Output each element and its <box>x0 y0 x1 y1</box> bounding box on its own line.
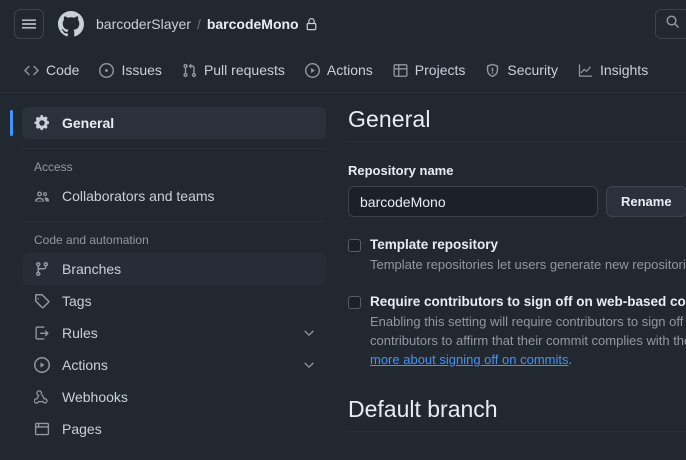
git-branch-icon <box>34 261 52 277</box>
sidebar-item-actions-label: Actions <box>62 357 108 373</box>
tab-security[interactable]: Security <box>475 48 568 92</box>
repo-nav-tabs: Code Issues Pull requests Actions <box>0 48 686 93</box>
signoff-checkbox[interactable] <box>348 296 361 309</box>
webhook-icon <box>34 389 52 405</box>
repository-name-row: Rename <box>348 186 686 217</box>
sidebar-divider-2 <box>22 221 326 222</box>
browser-icon <box>34 421 52 437</box>
title-divider <box>348 141 686 142</box>
signoff-description: Enabling this setting will require contr… <box>370 314 686 367</box>
sidebar-section-access: Access <box>34 160 73 174</box>
sidebar-divider-1 <box>22 148 326 149</box>
github-logo-icon[interactable] <box>56 9 86 39</box>
default-branch-divider <box>348 431 686 432</box>
tab-code[interactable]: Code <box>14 48 89 92</box>
sidebar-item-rules-label: Rules <box>62 325 98 341</box>
tab-pull-requests[interactable]: Pull requests <box>172 48 295 92</box>
chevron-down-icon[interactable] <box>302 326 316 340</box>
sidebar-item-webhooks[interactable]: Webhooks <box>22 381 326 413</box>
rename-button[interactable]: Rename <box>606 186 686 217</box>
tab-insights[interactable]: Insights <box>568 48 658 92</box>
hamburger-menu-button[interactable] <box>14 9 44 39</box>
sidebar-item-webhooks-label: Webhooks <box>62 389 128 405</box>
sidebar-item-branches[interactable]: Branches <box>22 253 326 285</box>
breadcrumb: barcoderSlayer / barcodeMono <box>96 16 318 32</box>
hamburger-icon <box>21 16 37 32</box>
chevron-down-icon[interactable] <box>302 358 316 372</box>
sidebar-item-pages-label: Pages <box>62 421 102 437</box>
sidebar-item-general[interactable]: General <box>10 107 326 139</box>
sidebar-item-collaborators-and-teams[interactable]: Collaborators and teams <box>22 180 326 212</box>
breadcrumb-repo[interactable]: barcodeMono <box>206 16 299 32</box>
sidebar-item-tags-label: Tags <box>62 293 92 309</box>
tab-projects-label: Projects <box>414 62 466 78</box>
tab-issues[interactable]: Issues <box>89 48 171 92</box>
play-icon <box>304 62 320 78</box>
tab-pull-requests-label: Pull requests <box>203 62 285 78</box>
signoff-description-tail: . <box>568 352 573 367</box>
default-branch-title: Default branch <box>348 396 498 422</box>
issue-opened-icon <box>99 62 115 78</box>
shield-icon <box>485 63 500 78</box>
table-icon <box>393 63 408 78</box>
tab-actions[interactable]: Actions <box>295 48 383 92</box>
tab-code-label: Code <box>46 62 80 78</box>
sidebar-item-tags[interactable]: Tags <box>22 285 326 317</box>
lock-icon <box>305 17 318 31</box>
sidebar-item-rules[interactable]: Rules <box>22 317 326 349</box>
page-title: General <box>348 106 431 132</box>
template-repository-setting: Template repository Template repositorie… <box>348 237 686 274</box>
sidebar-item-pages[interactable]: Pages <box>22 413 326 445</box>
git-pull-request-icon <box>182 63 197 78</box>
sidebar-item-collaborators-and-teams-label: Collaborators and teams <box>62 188 215 204</box>
signoff-learn-more-link[interactable]: more about signing off on commits <box>370 352 569 367</box>
search-input[interactable] <box>655 9 686 39</box>
signoff-label[interactable]: Require contributors to sign off on web-… <box>370 294 686 309</box>
search-icon <box>665 14 680 34</box>
sidebar-section-code-and-automation: Code and automation <box>34 233 149 247</box>
signoff-setting: Require contributors to sign off on web-… <box>348 294 686 369</box>
tab-projects[interactable]: Projects <box>383 48 476 92</box>
sidebar-item-branches-label: Branches <box>62 261 122 277</box>
breadcrumb-separator: / <box>196 16 201 32</box>
code-icon <box>24 63 39 78</box>
people-icon <box>34 188 52 204</box>
rules-icon <box>34 325 52 341</box>
graph-icon <box>578 63 593 78</box>
tab-issues-label: Issues <box>121 62 162 78</box>
play-icon <box>34 357 52 373</box>
tag-icon <box>34 293 52 309</box>
app-header: barcoderSlayer / barcodeMono <box>0 0 686 48</box>
settings-sidebar: General Access Collaborators and teams C… <box>0 93 340 460</box>
tab-insights-label: Insights <box>599 62 649 78</box>
breadcrumb-owner[interactable]: barcoderSlayer <box>96 16 191 32</box>
gear-icon <box>34 115 52 131</box>
page-body: General Access Collaborators and teams C… <box>0 93 686 460</box>
repository-name-label: Repository name <box>348 163 454 178</box>
template-repository-description: Template repositories let users generate… <box>370 257 686 272</box>
repository-name-input[interactable] <box>348 186 598 217</box>
template-repository-label[interactable]: Template repository <box>370 237 499 252</box>
sidebar-item-actions[interactable]: Actions <box>22 349 326 381</box>
settings-main-panel: General Repository name Rename Template … <box>340 93 686 460</box>
template-repository-checkbox[interactable] <box>348 239 361 252</box>
sidebar-item-general-label: General <box>62 115 115 131</box>
tab-actions-label: Actions <box>326 62 373 78</box>
tab-security-label: Security <box>507 62 558 78</box>
